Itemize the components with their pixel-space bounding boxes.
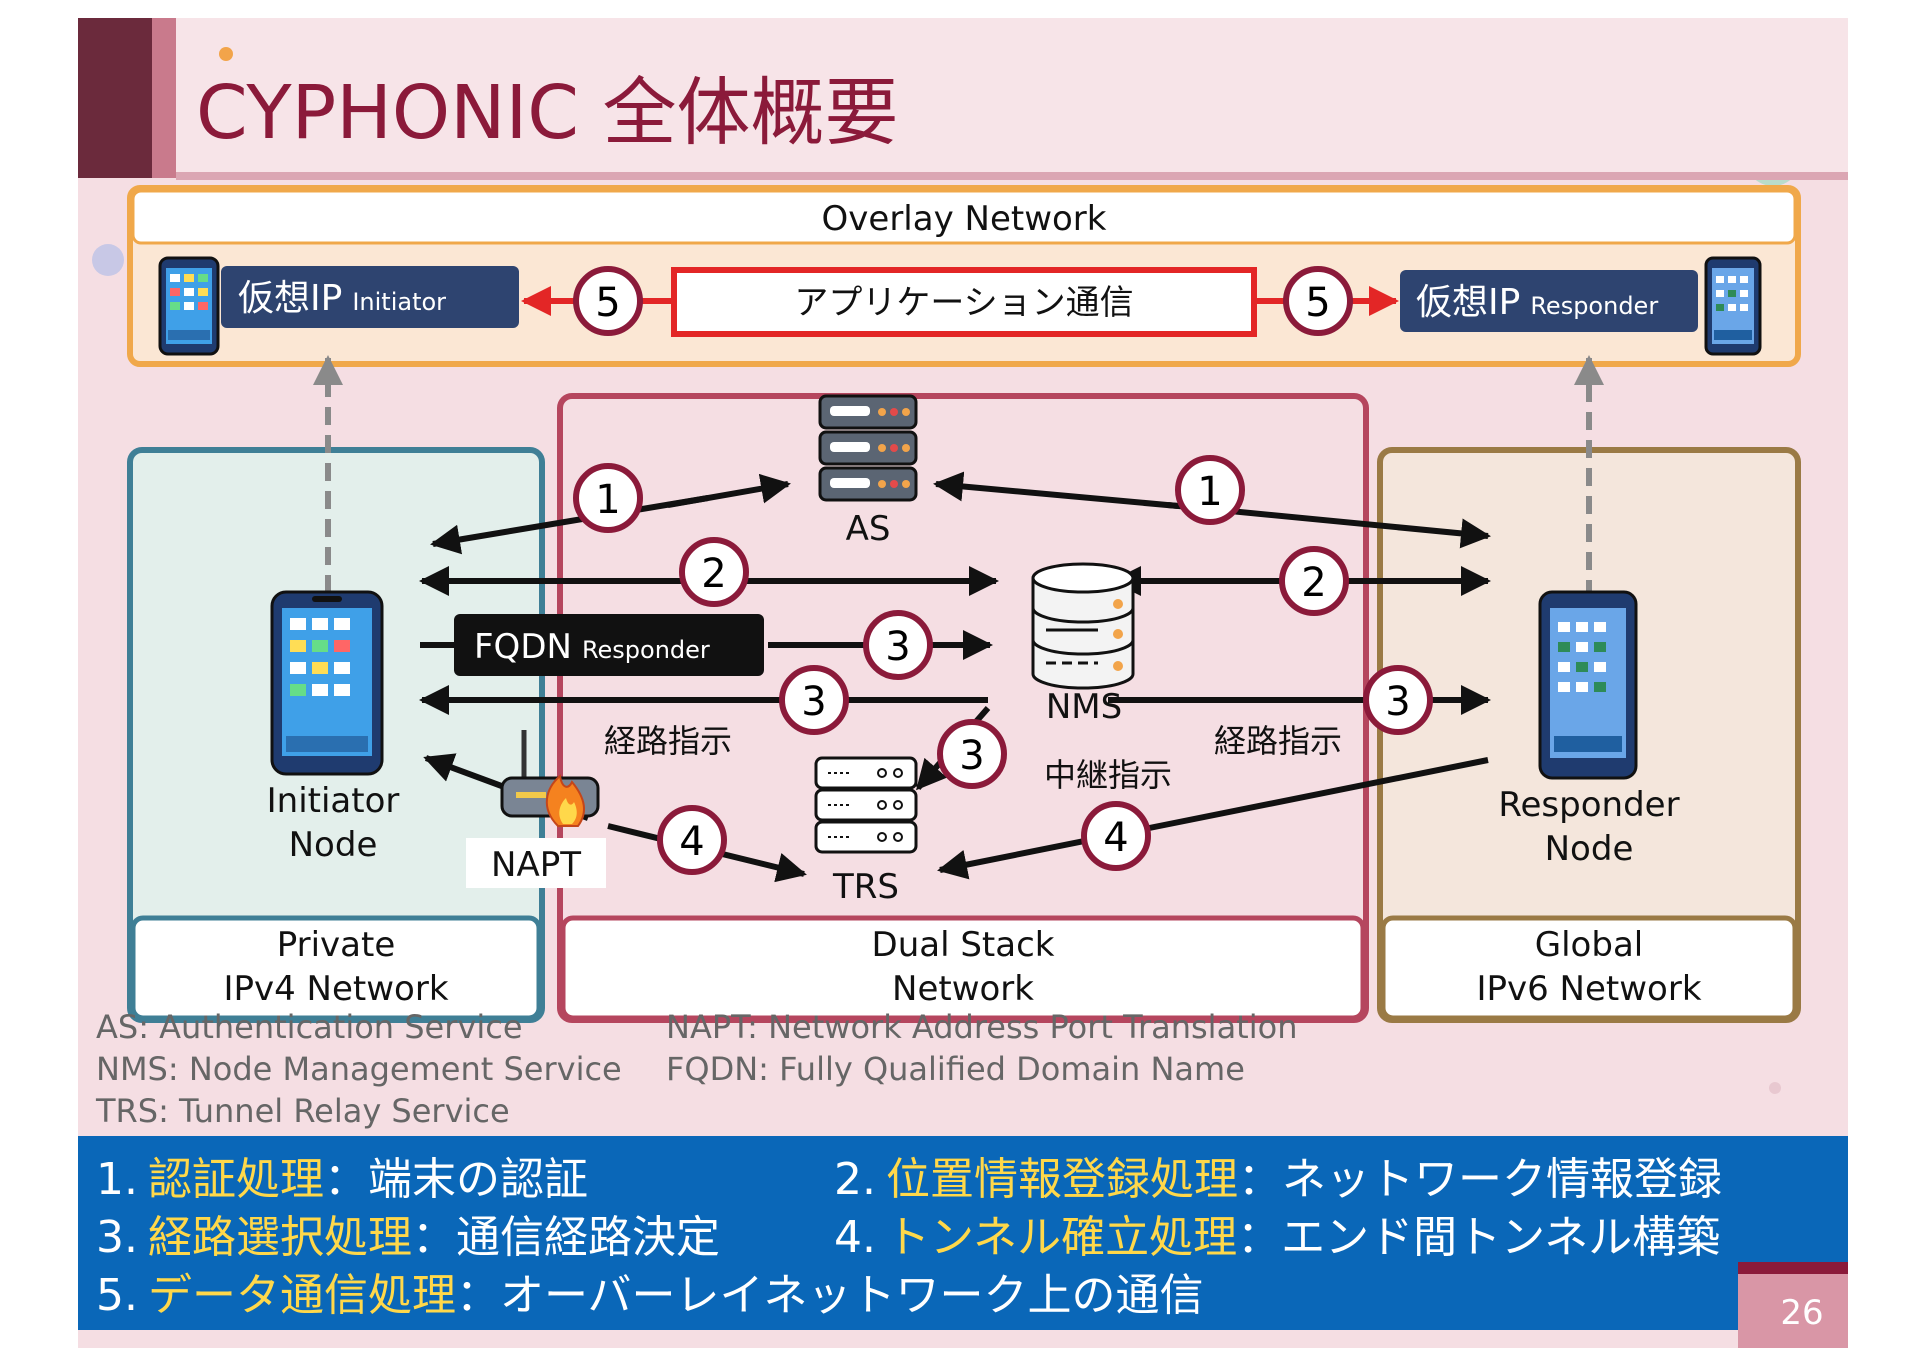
nms-database-icon [1031,562,1135,690]
responder-label-1: Responder [1498,785,1679,825]
private-network-label-1: Private [277,925,396,965]
svg-text:5: 5 [595,280,620,326]
step-circle-1-right: 1 [1175,455,1245,525]
overlay-title: Overlay Network [822,199,1107,239]
step-circle-2-right: 2 [1279,546,1349,616]
glossary-nms: NMS: Node Management Service [96,1050,622,1088]
svg-text:2: 2 [701,551,726,597]
step-circle-5-left: 5 [573,266,643,336]
svg-text:3: 3 [801,679,826,725]
initiator-label-1: Initiator [267,781,400,821]
svg-text:1: 1 [595,477,620,523]
global-network-label-2: IPv6 Network [1476,969,1701,1009]
page-number: 26 [1780,1293,1823,1333]
as-label: AS [846,509,891,549]
step-circle-3-relay: 3 [937,719,1007,789]
step-circle-5-right: 5 [1283,266,1353,336]
svg-text:3: 3 [1385,679,1410,725]
dual-stack-network-zone: Dual Stack Network [557,393,1369,1023]
initiator-label-2: Node [289,825,378,865]
svg-text:3: 3 [885,624,910,670]
glossary-as: AS: Authentication Service [96,1008,523,1046]
relay-instruction: 中継指示 [1044,756,1172,794]
phone-icon [1704,256,1762,356]
glossary: AS: Authentication Service NMS: Node Man… [95,1008,1297,1130]
virtual-ip-responder [1400,270,1698,332]
step-circle-4-right: 4 [1081,801,1151,871]
firewall-flame-icon [545,774,586,827]
initiator-phone-icon [270,590,384,776]
app-comm-label: アプリケーション通信 [794,283,1133,323]
svg-text:4: 4 [679,819,704,865]
route-instruction-right: 経路指示 [1214,722,1342,760]
step-circle-1-left: 1 [573,463,643,533]
fqdn-box [454,614,764,676]
step-summary-band: 1.認証処理：端末の認証 2.位置情報登録処理：ネットワーク情報登録 3.経路選… [78,1136,1848,1330]
as-server-icon [818,394,918,502]
dual-network-label-1: Dual Stack [872,925,1055,965]
app-comm-box [671,267,1257,337]
step-circle-3-route-left: 3 [779,665,849,735]
step-summary-5: 5.データ通信処理：オーバーレイネットワーク上の通信 [96,1270,1204,1321]
svg-text:2: 2 [1301,560,1326,606]
step-summary-3: 3.経路選択処理：通信経路決定 [96,1212,720,1263]
nms-label: NMS [1046,687,1122,727]
step-circle-3-fqdn: 3 [863,610,933,680]
global-network-label-1: Global [1535,925,1643,965]
route-instruction-left: 経路指示 [604,722,732,760]
responder-label-2: Node [1545,829,1634,869]
responder-phone-icon [1538,590,1638,780]
svg-text:3: 3 [959,733,984,779]
napt-label-box [466,838,606,888]
trs-server-icon [814,756,918,854]
step-circle-4-left: 4 [657,805,727,875]
svg-text:1: 1 [1197,469,1222,515]
dual-network-label-2: Network [892,969,1034,1009]
glossary-fqdn: FQDN: Fully Qualified Domain Name [666,1050,1245,1088]
virtual-ip-initiator [221,266,519,328]
svg-text:4: 4 [1103,815,1128,861]
step-circle-3-route-right: 3 [1363,665,1433,735]
private-network-label-2: IPv4 Network [223,969,448,1009]
page-number-badge: 26 [1738,1262,1848,1348]
napt-label: NAPT [491,845,581,885]
phone-icon [158,256,220,356]
step-circle-2-left: 2 [679,537,749,607]
svg-text:5: 5 [1305,280,1330,326]
step-summary-2: 2.位置情報登録処理：ネットワーク情報登録 [834,1154,1722,1205]
step-summary-4: 4.トンネル確立処理：エンド間トンネル構築 [834,1212,1720,1263]
step-summary-1: 1.認証処理：端末の認証 [96,1154,588,1205]
title-bar: CYPHONIC 全体概要 [78,18,1848,180]
step-circles: 5 5 1 1 2 2 3 3 3 3 4 4 [573,266,1433,875]
trs-label: TRS [832,867,899,907]
page-title: CYPHONIC 全体概要 [196,70,898,156]
glossary-napt: NAPT: Network Address Port Translation [666,1008,1297,1046]
glossary-trs: TRS: Tunnel Relay Service [95,1092,510,1130]
